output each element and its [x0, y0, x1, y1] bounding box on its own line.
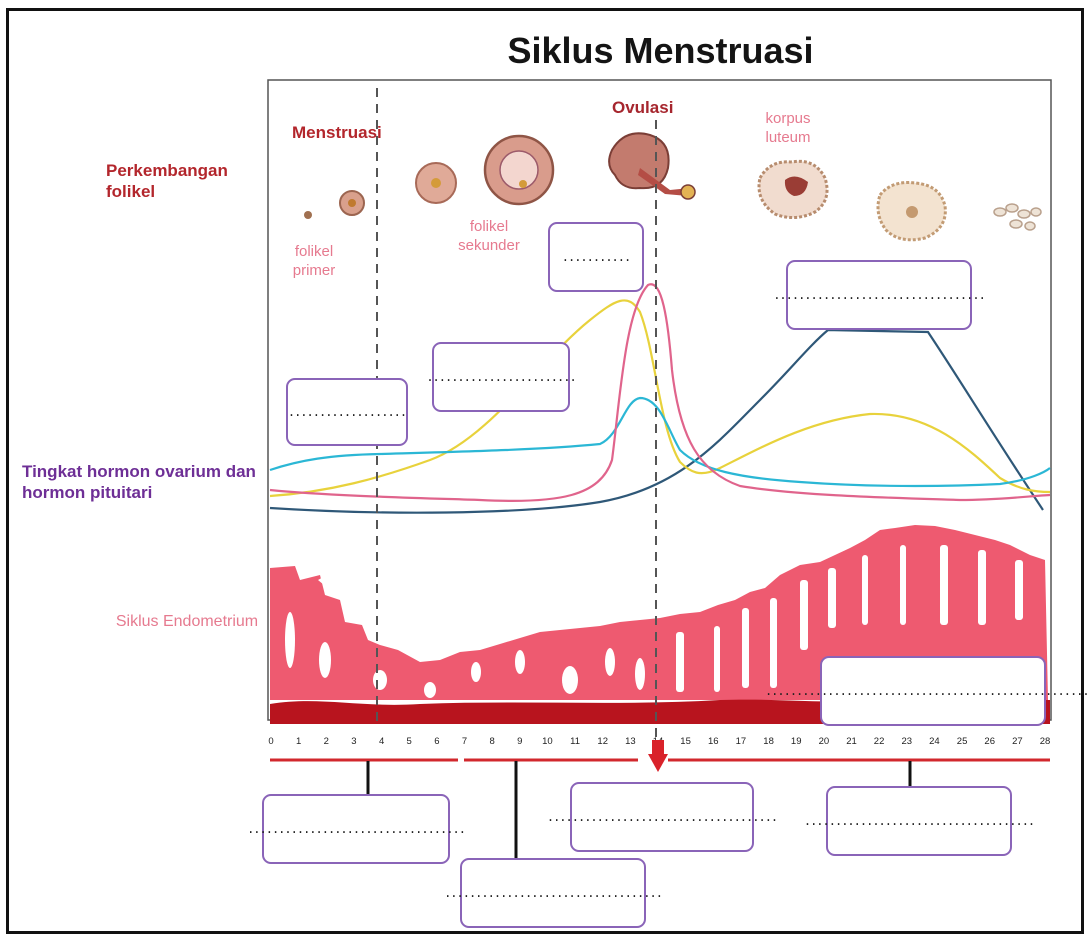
day-label: 11: [570, 736, 580, 747]
label-perkembangan-folikel: Perkembangan folikel: [106, 160, 266, 203]
day-label: 13: [625, 736, 636, 747]
day-label: 27: [1012, 736, 1023, 747]
hormone-blank-box-4[interactable]: ..................................: [786, 260, 972, 330]
day-label: 5: [407, 736, 412, 747]
day-label: 17: [736, 736, 747, 747]
day-label: 18: [763, 736, 774, 747]
phase-blank-box-4[interactable]: .....................................: [826, 786, 1012, 856]
corpus-albicans: [994, 204, 1041, 230]
hormone-blank-box-3[interactable]: ...........: [548, 222, 644, 292]
day-label: 9: [517, 736, 522, 747]
label-ovulasi: Ovulasi: [612, 97, 673, 118]
page-title: Siklus Menstruasi: [0, 30, 1091, 72]
day-label: 10: [542, 736, 553, 747]
day-label: 8: [489, 736, 494, 747]
follicle-primer-small: [304, 211, 312, 219]
phase-blank-box-2[interactable]: ...................................: [460, 858, 646, 928]
day-label: 22: [874, 736, 885, 747]
day-label: 21: [846, 736, 857, 747]
day-label: 1: [296, 736, 301, 747]
ovulation-arrow: [648, 754, 668, 772]
follicle-ovulating: [609, 133, 668, 188]
day-label: 7: [462, 736, 467, 747]
day-label: 23: [902, 736, 913, 747]
endometrium-blank-box[interactable]: ........................................…: [820, 656, 1046, 726]
follicle-illustrations: [304, 133, 1041, 239]
day-label: 0: [268, 736, 273, 747]
phase-blank-box-1[interactable]: ...................................: [262, 794, 450, 864]
day-label: 25: [957, 736, 968, 747]
label-tingkat-hormon: Tingkat hormon ovarium dan hormon pituit…: [22, 461, 274, 504]
day-label: 3: [351, 736, 356, 747]
day-label: 16: [708, 736, 719, 747]
label-folikel-primer: folikel primer: [288, 243, 340, 281]
phase-blank-box-3[interactable]: .....................................: [570, 782, 754, 852]
label-korpus-luteum: korpus luteum: [748, 110, 828, 148]
day-label: 12: [597, 736, 608, 747]
day-label: 24: [929, 736, 940, 747]
label-siklus-endometrium: Siklus Endometrium: [112, 612, 262, 632]
day-label: 26: [984, 736, 995, 747]
hormone-blank-box-1[interactable]: ...................: [286, 378, 408, 446]
label-folikel-sekunder: folikel sekunder: [444, 218, 534, 256]
day-label: 6: [434, 736, 439, 747]
day-label: 4: [379, 736, 384, 747]
ovum: [681, 185, 695, 199]
day-label: 19: [791, 736, 802, 747]
day-label: 15: [680, 736, 691, 747]
day-label: 28: [1040, 736, 1051, 747]
label-menstruasi: Menstruasi: [292, 122, 382, 143]
day-label: 2: [324, 736, 329, 747]
hormone-blank-box-2[interactable]: ........................: [432, 342, 570, 412]
day-label: 20: [819, 736, 830, 747]
